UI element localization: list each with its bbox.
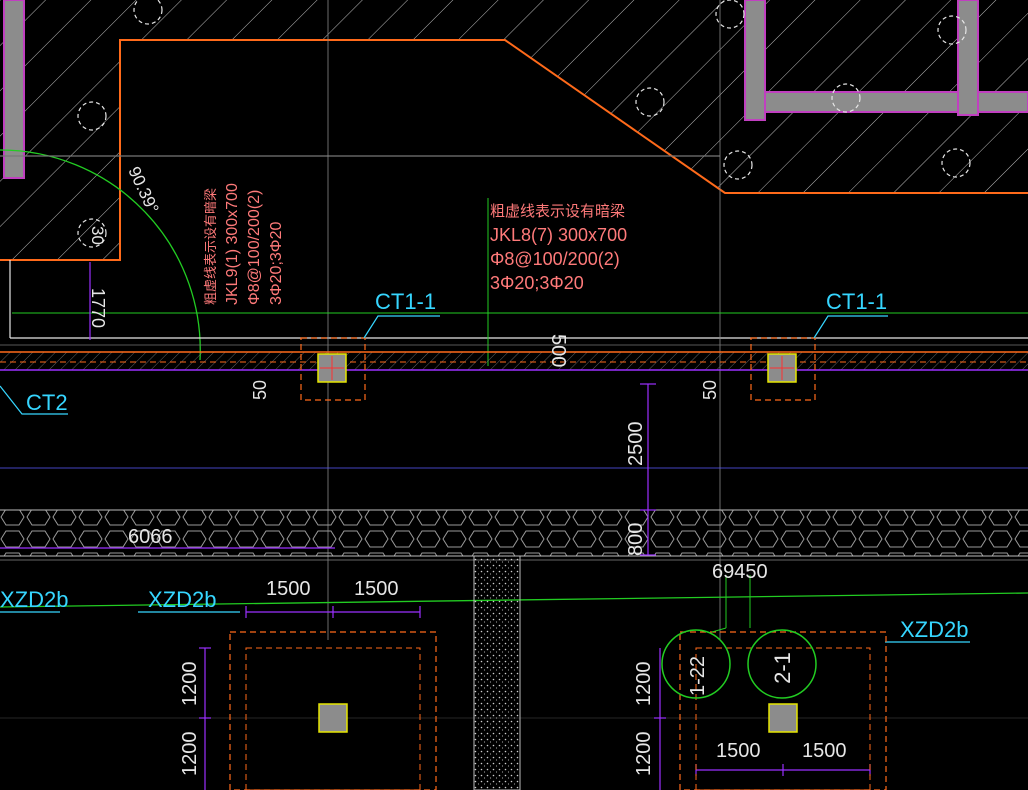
foundation-cap-left[interactable]	[229, 631, 437, 790]
dim-50-a: 50	[250, 380, 270, 400]
foundation-cap-right[interactable]	[679, 631, 887, 790]
dim-1500-c: 1500	[716, 740, 761, 762]
dim-800: 800	[625, 523, 647, 556]
beam-main-text: JKL8(7) 300x700	[490, 225, 627, 245]
tag-ct1-b[interactable]: CT1-1	[826, 289, 887, 314]
dotted-column	[473, 555, 521, 790]
stirrup-left-text: Φ8@100/200(2)	[246, 190, 263, 305]
note-left-text: 粗虚线表示设有暗梁	[203, 188, 218, 305]
beam-strip	[0, 344, 1028, 371]
dim-30: 30	[88, 226, 107, 245]
dim-1200-c: 1200	[633, 662, 655, 707]
tag-leaders-cyan	[0, 315, 970, 643]
bubble-label-1-22: 1-22	[687, 656, 709, 696]
beam-annotation-left: 粗虚线表示设有暗梁 JKL9(1) 300x700 Φ8@100/200(2) …	[203, 183, 285, 305]
wall-gray	[3, 0, 1028, 179]
beam-annotation-main: 粗虚线表示设有暗梁 JKL8(7) 300x700 Φ8@100/200(2) …	[490, 203, 627, 293]
dim-1200-a: 1200	[179, 662, 201, 707]
tag-ct1-a[interactable]: CT1-1	[375, 289, 436, 314]
slab-edge-line	[0, 39, 1028, 261]
dim-50-b: 50	[700, 380, 720, 400]
beam-left-text: JKL9(1) 300x700	[224, 183, 241, 305]
grid-bubble-1-22[interactable]	[661, 575, 731, 699]
dim-69450: 69450	[712, 561, 768, 583]
dim-1200-d: 1200	[633, 732, 655, 777]
grid-bubble-2-1[interactable]	[747, 575, 817, 699]
rebar-main-text: 3Φ20;3Φ20	[490, 273, 584, 293]
dim-1500-a: 1500	[266, 578, 311, 600]
dim-1770: 1770	[88, 288, 108, 328]
tag-xzd-left[interactable]: XZD2b	[0, 587, 68, 612]
dimension-lines	[0, 262, 871, 790]
bubble-label-2-1: 2-1	[770, 652, 795, 684]
pile-cap-ct1-a[interactable]	[300, 337, 366, 401]
hex-pattern-band	[0, 509, 1028, 557]
dim-1200-b: 1200	[179, 732, 201, 777]
dim-6066: 6066	[128, 526, 173, 548]
stirrup-main-text: Φ8@100/200(2)	[490, 249, 620, 269]
dim-2500: 2500	[625, 422, 647, 467]
pile-cap-ct1-b[interactable]	[750, 337, 816, 401]
dim-500: 500	[547, 334, 569, 367]
angle-arc	[0, 149, 201, 361]
tag-xzd-right[interactable]: XZD2b	[900, 617, 968, 642]
rebar-left-text: 3Φ20;3Φ20	[268, 222, 285, 305]
tag-ct2[interactable]: CT2	[26, 390, 68, 415]
dim-1500-d: 1500	[802, 740, 847, 762]
dashed-pile-circles	[77, 0, 971, 248]
boundary-lines	[0, 155, 1028, 339]
dim-1500-b: 1500	[354, 578, 399, 600]
note-main-text: 粗虚线表示设有暗梁	[490, 203, 625, 220]
tag-xzd-mid[interactable]: XZD2b	[148, 587, 216, 612]
